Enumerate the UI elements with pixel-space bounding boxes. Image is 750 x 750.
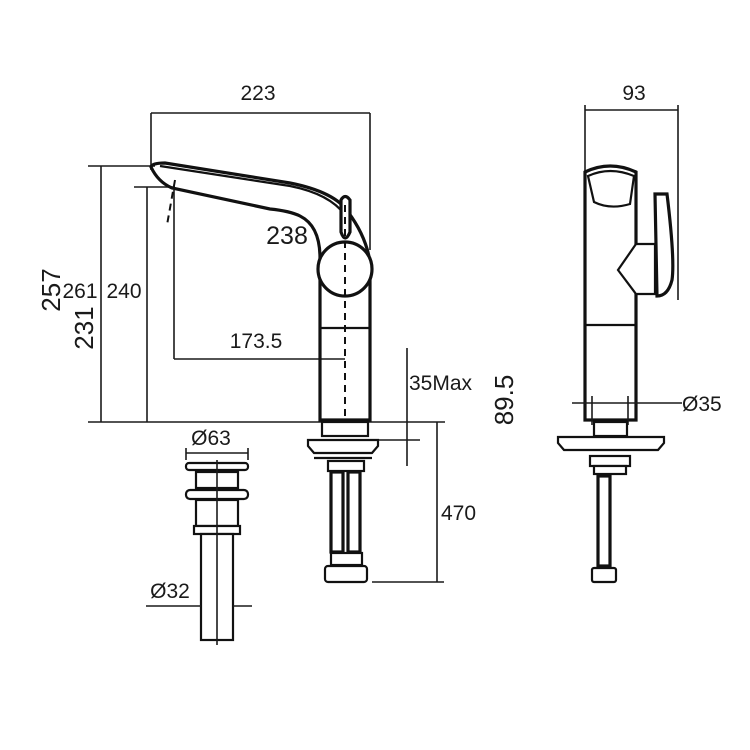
- pop-up-drain: [146, 448, 252, 645]
- dim-d63-label: Ø63: [191, 427, 231, 450]
- dim-238-label: 238: [266, 222, 308, 250]
- dimension-labels: 223 93 257 261 231 240 173.5 238 35Max 4…: [36, 82, 722, 603]
- dim-231-label: 231: [69, 306, 99, 349]
- dim-223-label: 223: [240, 82, 275, 105]
- dim-261-label: 261: [62, 280, 97, 303]
- dim-257-label: 257: [36, 268, 66, 311]
- faucet-side-view: [556, 105, 682, 584]
- dim-35max-label: 35Max: [409, 372, 473, 395]
- dim-470-label: 470: [441, 502, 476, 525]
- dim-173-5-label: 173.5: [230, 330, 283, 353]
- dim-d32-label: Ø32: [150, 580, 190, 603]
- dim-d35-label: Ø35: [682, 393, 722, 416]
- faucet-front-view: [149, 161, 380, 584]
- dim-89-5-label: 89.5: [489, 375, 519, 426]
- dim-240-label: 240: [106, 280, 141, 303]
- dim-93-label: 93: [622, 82, 645, 105]
